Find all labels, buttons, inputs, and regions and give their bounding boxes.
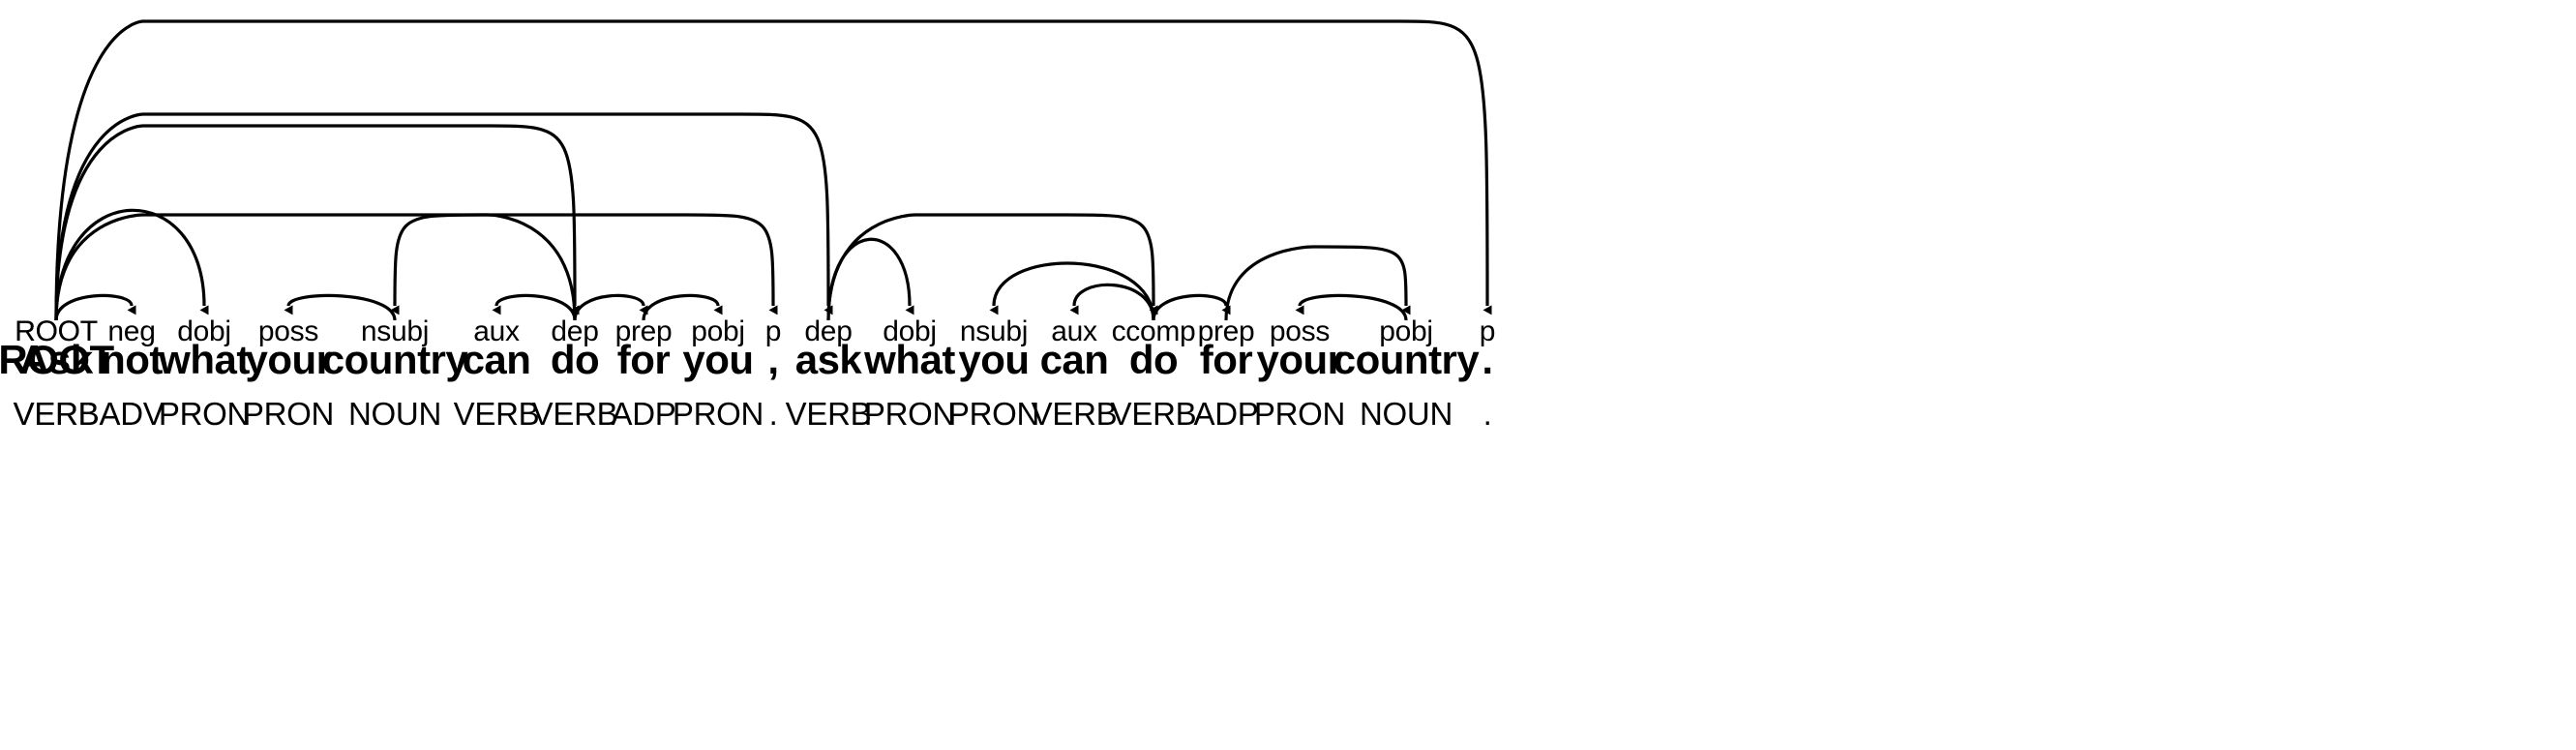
arc-paths (54, 19, 1492, 321)
arc-17-p (54, 19, 1492, 321)
dep-label-18: pobj (1379, 315, 1433, 347)
dep-label-7: dep (551, 315, 599, 347)
arc-6-prep (573, 293, 648, 321)
token-word-14[interactable]: can (1039, 337, 1109, 382)
pos-tag-7: VERB (531, 396, 618, 432)
pos-tag-1: VERB (13, 396, 100, 432)
dep-label-8: prep (614, 315, 673, 347)
arc-10-dobj (826, 237, 914, 321)
token-word-12[interactable]: what (864, 337, 955, 382)
arc-3-nsubj (390, 213, 577, 321)
token-word-18[interactable]: country (1333, 337, 1480, 382)
arc-13-ccomp (826, 213, 1158, 321)
dep-label-16: prep (1197, 315, 1255, 347)
dep-label-13: nsubj (959, 315, 1029, 347)
token-word-9[interactable]: you (682, 337, 754, 382)
arc-8-p (54, 213, 778, 321)
pos-tag-13: PRON (947, 396, 1040, 432)
token-word-4[interactable]: your (245, 337, 332, 382)
dep-label-10: p (764, 315, 782, 347)
token-word-11[interactable]: ask (794, 337, 862, 382)
pos-tag-10: . (768, 396, 778, 432)
dep-label-15: ccomp (1111, 315, 1196, 347)
pos-tag-16: ADP (1193, 396, 1259, 432)
dep-label-11: dep (804, 315, 853, 347)
dep-label-9: pobj (691, 315, 745, 347)
token-word-10[interactable]: , (767, 337, 779, 382)
dep-label-1: ROOT (15, 315, 98, 347)
token-word-1[interactable]: Ask (19, 337, 93, 382)
arc-7-pobj (642, 293, 723, 321)
token-word-8[interactable]: for (616, 337, 671, 382)
dep-label-4: poss (257, 315, 319, 347)
pos-tag-8: ADP (611, 396, 676, 432)
dep-label-17: poss (1269, 315, 1331, 347)
pos-tag-12: PRON (863, 396, 956, 432)
token-word-3[interactable]: what (159, 337, 250, 382)
pos-tag-14: VERB (1031, 396, 1118, 432)
token-word-7[interactable]: do (550, 337, 600, 382)
pos-tag-15: VERB (1110, 396, 1197, 432)
token-word-16[interactable]: for (1199, 337, 1253, 382)
dep-label-2: neg (107, 315, 156, 347)
dep-label-6: aux (473, 315, 520, 347)
pos-tag-18: NOUN (1360, 396, 1453, 432)
dep-label-3: dobj (177, 315, 231, 347)
token-word-2[interactable]: not (101, 337, 163, 382)
pos-tag-9: PRON (672, 396, 764, 432)
dep-label-19: p (1479, 315, 1496, 347)
pos-tag-17: PRON (1253, 396, 1346, 432)
pos-tag-5: NOUN (348, 396, 441, 432)
dep-label-0: ROOT (15, 315, 98, 347)
dep-label-14: aux (1051, 315, 1097, 347)
arc-9-dep (54, 112, 833, 321)
token-word-5[interactable]: country (321, 337, 468, 382)
pos-tag-6: VERB (453, 396, 540, 432)
dep-label-12: dobj (883, 315, 937, 347)
token-word-6[interactable]: can (462, 337, 531, 382)
arc-14-prep (1152, 293, 1231, 321)
token-word-0[interactable]: ROOT (0, 337, 114, 382)
arc-5-dep (54, 124, 580, 321)
pos-tag-11: VERB (785, 396, 872, 432)
pos-tag-2: ADV (99, 396, 165, 432)
arc-11-nsubj (989, 261, 1155, 321)
token-word-15[interactable]: do (1128, 337, 1179, 382)
arc-0-neg (54, 293, 136, 321)
token-word-19[interactable]: . (1482, 337, 1493, 382)
pos-tag-19: . (1483, 396, 1492, 432)
dep-label-5: nsubj (360, 315, 430, 347)
arc-16-pobj (1224, 245, 1411, 321)
token-word-17[interactable]: your (1256, 337, 1343, 382)
pos-tag-3: PRON (158, 396, 251, 432)
pos-tag-0: VERB (13, 396, 100, 432)
pos-tag-4: PRON (242, 396, 335, 432)
token-word-13[interactable]: you (958, 337, 1030, 382)
